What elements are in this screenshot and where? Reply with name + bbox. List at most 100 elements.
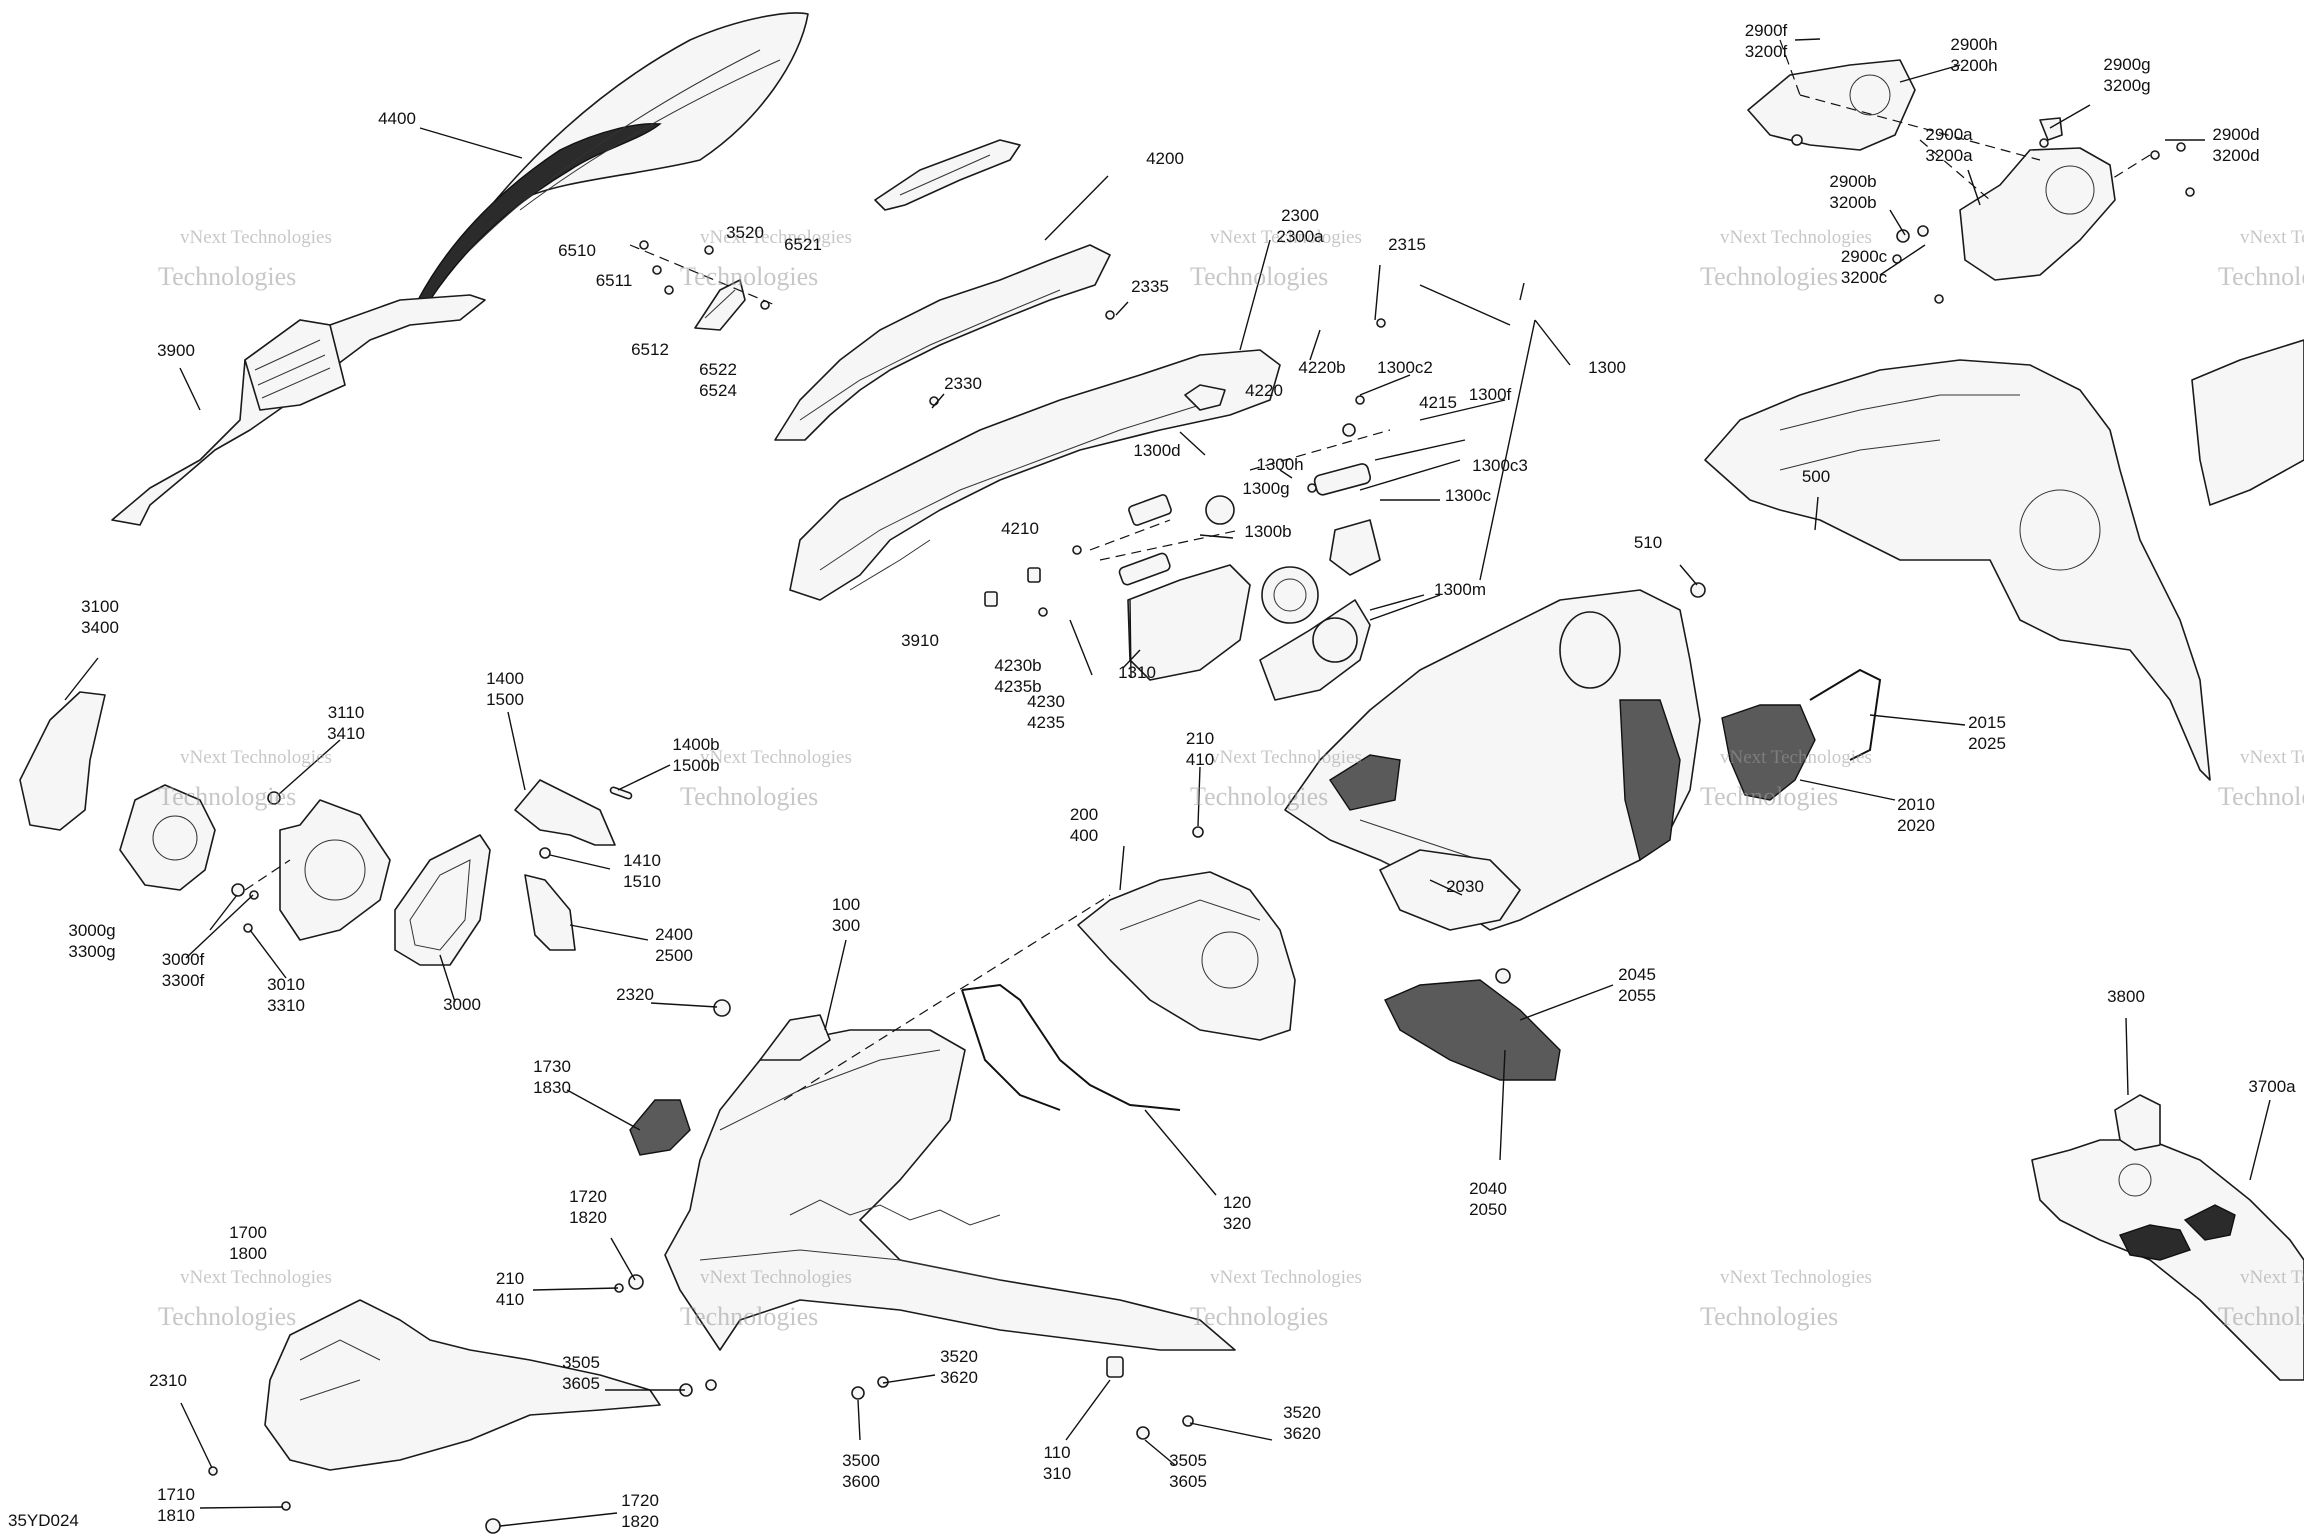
callout-1300[interactable]: 1300 [1588, 358, 1626, 377]
vent-part[interactable] [629, 1099, 691, 1156]
steering-mechanism-part[interactable] [1118, 384, 1381, 701]
callout-500[interactable]: 500 [1802, 467, 1830, 486]
grille-trim-part[interactable] [1809, 668, 1882, 761]
callout-2315[interactable]: 2315 [1388, 235, 1426, 254]
callout-4215[interactable]: 4215 [1419, 393, 1457, 412]
upper-bracket-part[interactable] [874, 139, 1021, 211]
callout-1300c2[interactable]: 1300c2 [1377, 358, 1433, 377]
mirror-bracket-part[interactable] [514, 779, 616, 846]
callout-4210[interactable]: 4210 [1001, 519, 1039, 538]
callout-1300f[interactable]: 1300f [1469, 385, 1512, 404]
callout-1300b[interactable]: 1300b [1244, 522, 1291, 541]
lower-grille-part[interactable] [1384, 979, 1561, 1081]
callout-6510[interactable]: 6510 [558, 241, 596, 260]
callout-3900[interactable]: 3900 [157, 341, 195, 360]
callout-3800[interactable]: 3800 [2107, 987, 2145, 1006]
callout-1300c[interactable]: 1300c [1445, 486, 1492, 505]
inner-panel-part[interactable] [1077, 871, 1296, 1041]
callout-4200[interactable]: 4200 [1146, 149, 1184, 168]
dash-cover-part[interactable] [789, 349, 1281, 601]
front-panel-part[interactable] [664, 1014, 1236, 1351]
side-deflector-part[interactable] [111, 294, 486, 526]
callout-2320[interactable]: 2320 [616, 985, 654, 1004]
mirror-glass-part[interactable] [394, 834, 491, 966]
lower-side-panel-part[interactable] [264, 1299, 661, 1471]
callout-6512[interactable]: 6512 [631, 340, 669, 359]
callout-1300g[interactable]: 1300g [1242, 479, 1289, 498]
callout-2310[interactable]: 2310 [149, 1371, 187, 1390]
callout-1300h[interactable]: 1300h [1256, 455, 1303, 474]
front-nose-housing-part[interactable] [1284, 589, 1701, 931]
small-mount-bracket-part[interactable] [694, 279, 746, 331]
callout-2030[interactable]: 2030 [1446, 877, 1484, 896]
callout-1300c3[interactable]: 1300c3 [1472, 456, 1528, 475]
callout-4220[interactable]: 4220 [1245, 381, 1283, 400]
callout-1310[interactable]: 1310 [1118, 663, 1156, 682]
callout-1300d[interactable]: 1300d [1133, 441, 1180, 460]
callout-2335[interactable]: 2335 [1131, 277, 1169, 296]
mirror-cover-part[interactable] [19, 691, 106, 831]
callout-6511[interactable]: 6511 [596, 271, 633, 290]
mirror-housing-part[interactable] [119, 784, 391, 941]
callout-1300m[interactable]: 1300m [1434, 580, 1486, 599]
top-cover-part[interactable] [774, 244, 1111, 441]
windshield-part[interactable] [411, 12, 809, 319]
callout-6521[interactable]: 6521 [784, 235, 822, 254]
right-mirror-assembly-part[interactable] [1747, 59, 2116, 281]
seal-strip-part[interactable] [961, 983, 1181, 1111]
callout-510[interactable]: 510 [1634, 533, 1662, 552]
callout-3910[interactable]: 3910 [901, 631, 939, 650]
callout-3700a[interactable]: 3700a [2248, 1077, 2296, 1096]
lens-part[interactable] [524, 874, 576, 951]
callout-3520top[interactable]: 3520 [726, 223, 764, 242]
lower-right-panel-part[interactable] [2031, 1094, 2304, 1381]
callout-2330[interactable]: 2330 [944, 374, 982, 393]
callout-4220b[interactable]: 4220b [1298, 358, 1345, 377]
right-fairing-part[interactable] [1704, 359, 2211, 781]
side-grille-part[interactable] [1721, 704, 1816, 801]
callout-3000[interactable]: 3000 [443, 995, 481, 1014]
callout-4400[interactable]: 4400 [378, 109, 416, 128]
right-edge-mirror-part[interactable] [2191, 339, 2304, 506]
